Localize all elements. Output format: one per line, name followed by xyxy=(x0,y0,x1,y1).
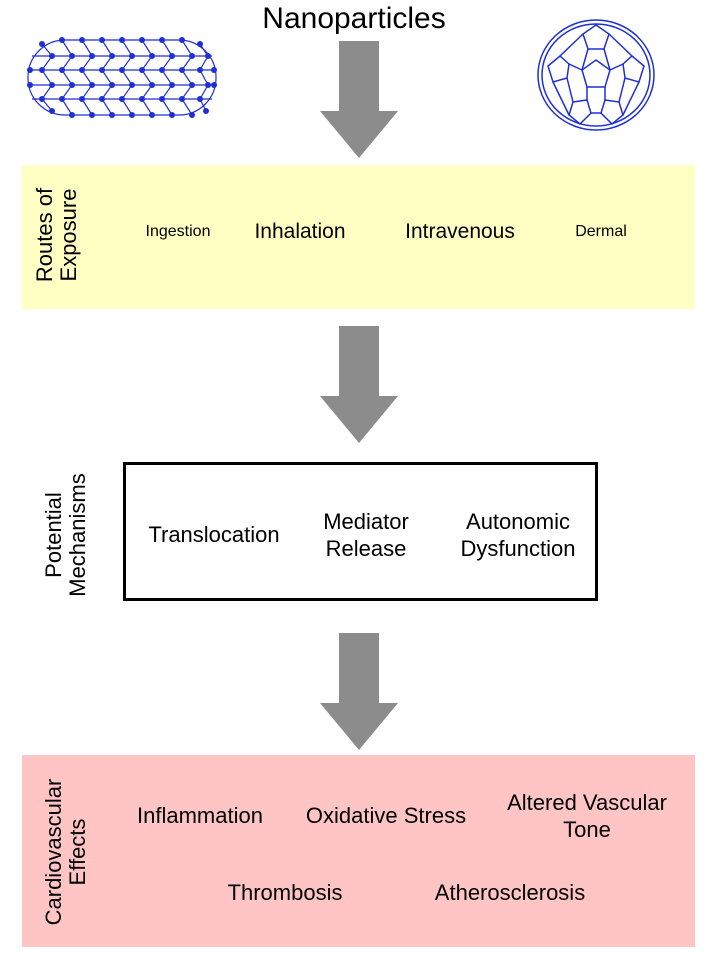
routes-of-exposure-panel xyxy=(22,165,695,309)
cardiovascular-effects-label: Cardiovascular Effects xyxy=(41,762,90,942)
effect-thrombosis: Thrombosis xyxy=(227,880,343,905)
route-inhalation: Inhalation xyxy=(254,220,346,243)
fullerene-icon xyxy=(537,19,655,131)
diagram-title: Nanoparticles xyxy=(262,2,446,35)
mechanism-translocation: Translocation xyxy=(148,522,280,547)
potential-mechanisms-label: Potential Mechanisms xyxy=(41,465,90,605)
mechanism-mediator-release: Mediator Release xyxy=(323,509,409,561)
route-intravenous: Intravenous xyxy=(405,220,515,243)
route-dermal: Dermal xyxy=(575,223,627,240)
effect-oxidative-stress: Oxidative Stress xyxy=(305,803,467,828)
effect-altered-vascular-tone: Altered Vascular Tone xyxy=(507,790,667,842)
down-arrow-2-icon xyxy=(320,326,398,443)
down-arrow-1-icon xyxy=(320,41,398,158)
routes-label-text: Routes of Exposure xyxy=(32,187,81,283)
effects-label-text: Cardiovascular Effects xyxy=(41,778,90,926)
mechanisms-box xyxy=(123,462,598,601)
mechanisms-label-text: Potential Mechanisms xyxy=(41,473,90,597)
routes-of-exposure-label: Routes of Exposure xyxy=(32,170,81,300)
down-arrow-3-icon xyxy=(320,633,398,750)
nanotube-icon xyxy=(27,37,217,118)
route-ingestion: Ingestion xyxy=(145,223,211,240)
mechanism-autonomic-dysfunction: Autonomic Dysfunction xyxy=(460,509,576,561)
effect-atherosclerosis: Atherosclerosis xyxy=(434,880,586,905)
cardiovascular-effects-panel xyxy=(22,755,695,947)
effect-inflammation: Inflammation xyxy=(137,803,263,828)
